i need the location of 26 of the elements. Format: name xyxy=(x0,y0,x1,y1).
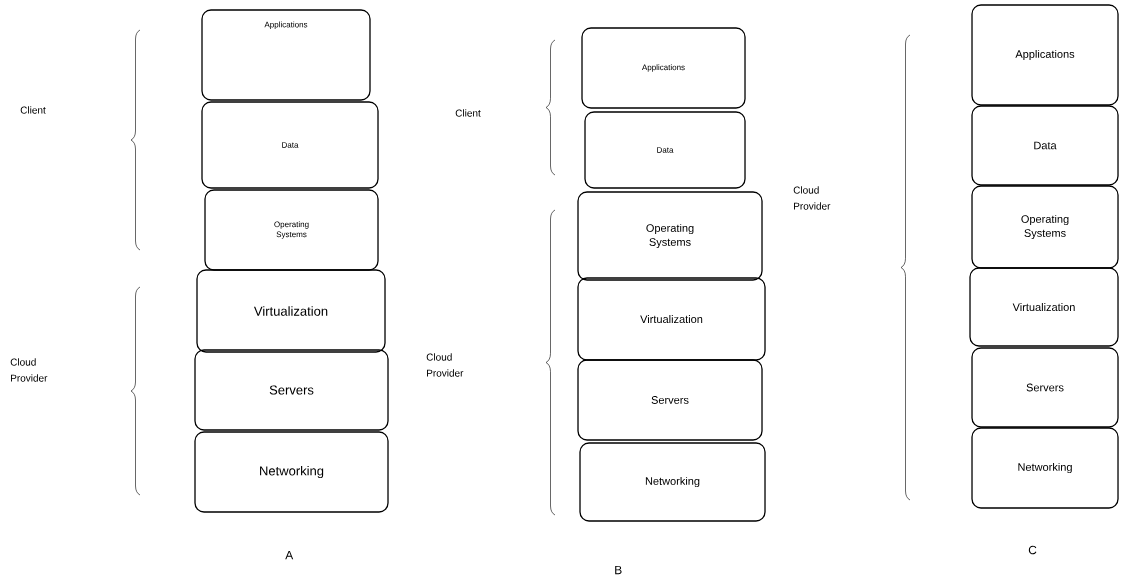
layer-box: Applications xyxy=(971,4,1119,106)
layer-box: Operating Systems xyxy=(204,189,379,271)
text-label: Cloud Provider xyxy=(10,358,48,382)
layer-box: Networking xyxy=(971,427,1119,509)
layer-box: Data xyxy=(584,111,746,189)
text-label: Cloud Provider xyxy=(426,353,464,377)
text-label: B xyxy=(615,565,622,575)
layer-box: Servers xyxy=(194,349,389,431)
text-label: A xyxy=(285,550,294,560)
text-label: Client xyxy=(455,109,481,117)
text-label: Cloud Provider xyxy=(793,186,831,210)
layer-box: Servers xyxy=(971,347,1119,428)
layer-box: Virtualization xyxy=(577,277,766,361)
layer-box: Data xyxy=(201,101,379,189)
layer-box: Virtualization xyxy=(969,267,1119,347)
layer-box: Networking xyxy=(579,442,766,522)
layer-box: Operating Systems xyxy=(971,185,1119,269)
text-label: Client xyxy=(20,106,46,114)
layer-box: Operating Systems xyxy=(577,191,763,281)
layer-box: Applications xyxy=(201,9,371,101)
layer-box: Applications xyxy=(581,27,746,109)
text-label: C xyxy=(1028,545,1037,555)
layer-box: Servers xyxy=(577,359,763,441)
layer-box: Virtualization xyxy=(196,269,386,353)
layer-box: Networking xyxy=(194,431,389,513)
layer-box: Data xyxy=(971,105,1119,186)
